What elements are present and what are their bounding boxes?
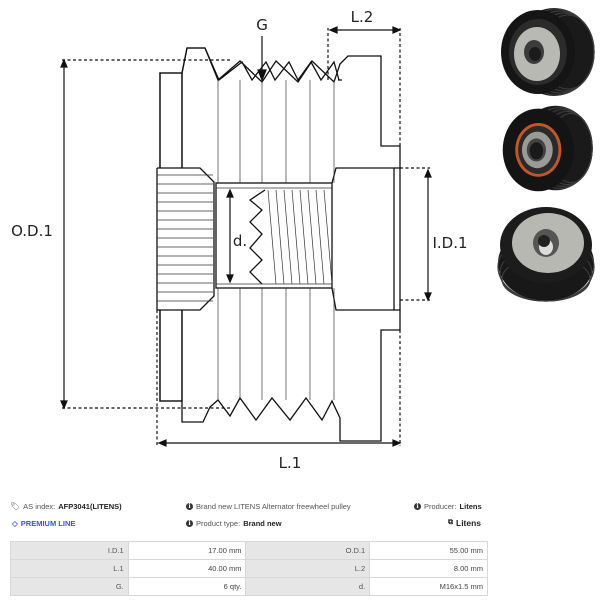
- info-icon: i: [414, 503, 421, 510]
- brand-logo-text: Litens: [456, 518, 482, 528]
- pulley-technical-drawing: G L.2 O.D.1 I.D.1 d. L.1: [11, 8, 467, 472]
- spec-value: 6 qty.: [127, 577, 247, 596]
- thread-line: [283, 189, 293, 285]
- top-ribs: [187, 48, 242, 80]
- od1-dimension-arrow-end: [60, 400, 68, 410]
- litens-logo-icon: ⧉: [448, 519, 453, 526]
- tag-icon: 🏷: [10, 502, 21, 511]
- label-d: d.: [233, 232, 247, 250]
- spec-label: G.: [10, 577, 129, 596]
- thread-line: [275, 189, 285, 285]
- as-index-label: AS index:: [23, 502, 56, 511]
- spec-label: d.: [245, 577, 371, 596]
- label-od1: O.D.1: [11, 222, 53, 240]
- pulley-outline-bottom: [159, 310, 401, 442]
- d-dimension-arrow-start: [226, 188, 234, 198]
- product-type-value: Brand new: [243, 519, 282, 528]
- table-row: I.D.1 17.00 mm O.D.1 55.00 mm: [10, 541, 488, 560]
- producer-value: Litens: [459, 502, 482, 511]
- brand-logo: ⧉ Litens: [448, 518, 481, 528]
- spec-value: 8.00 mm: [369, 559, 488, 578]
- left-flange-top: [159, 72, 183, 168]
- premium-line-badge: ◇ PREMIUM LINE: [12, 519, 75, 528]
- label-id1: I.D.1: [432, 234, 467, 252]
- product-type-row: i Product type: Brand new: [186, 519, 282, 528]
- l1-dimension-arrow-start: [157, 439, 167, 447]
- photo-front-view[interactable]: [494, 2, 598, 102]
- info-icon: i: [186, 520, 193, 527]
- spec-value: 40.00 mm: [127, 559, 247, 578]
- description-row: i Brand new LITENS Alternator freewheel …: [186, 502, 351, 511]
- as-index-row: 🏷 AS index: AFP3041(LITENS): [10, 502, 122, 511]
- table-row: L.1 40.00 mm L.2 8.00 mm: [10, 559, 488, 578]
- spec-value: M16x1.5 mm: [369, 577, 488, 596]
- product-type-label: Product type:: [196, 519, 241, 528]
- splined-hub: [156, 167, 215, 311]
- producer-row: i Producer: Litens: [414, 502, 482, 511]
- photo-rear-view[interactable]: [494, 203, 598, 303]
- spec-label: L.1: [10, 559, 129, 578]
- spec-label: I.D.1: [10, 541, 129, 560]
- thread-profile: [248, 189, 266, 285]
- spec-value: 17.00 mm: [127, 541, 247, 560]
- thread-line: [291, 189, 301, 285]
- right-hub: [331, 167, 401, 311]
- l2-dimension-arrow-end: [392, 26, 402, 34]
- spec-label: L.2: [245, 559, 371, 578]
- d-dimension-arrow-end: [226, 274, 234, 284]
- producer-label: Producer:: [424, 502, 457, 511]
- thread-line: [267, 189, 277, 285]
- pulley-outline-top: [159, 47, 401, 168]
- label-groove: G: [256, 16, 268, 34]
- thread-line: [315, 189, 325, 285]
- photo-bearing-view[interactable]: [494, 98, 598, 198]
- premium-line-label: PREMIUM LINE: [20, 519, 76, 528]
- thread-line: [307, 189, 317, 285]
- groove-leader-arrow: [257, 69, 267, 82]
- thread-line: [323, 189, 333, 285]
- spec-table: I.D.1 17.00 mm O.D.1 55.00 mm L.1 40.00 …: [10, 541, 488, 596]
- left-flange-bottom: [159, 310, 183, 402]
- label-l2: L.2: [351, 8, 374, 26]
- info-icon: i: [186, 503, 193, 510]
- od1-dimension-arrow-start: [60, 58, 68, 68]
- spec-label: O.D.1: [245, 541, 371, 560]
- product-description: Brand new LITENS Alternator freewheel pu…: [196, 502, 351, 511]
- id1-dimension-arrow-end: [424, 292, 432, 302]
- label-l1: L.1: [279, 454, 302, 472]
- central-bore: [215, 182, 333, 289]
- diamond-icon: ◇: [12, 519, 18, 528]
- as-index-value: AFP3041(LITENS): [58, 502, 122, 511]
- l1-dimension-arrow-end: [392, 439, 402, 447]
- id1-dimension-arrow-start: [424, 168, 432, 178]
- thread-line: [299, 189, 309, 285]
- l2-dimension-arrow-start: [328, 26, 338, 34]
- spec-value: 55.00 mm: [369, 541, 488, 560]
- table-row: G. 6 qty. d. M16x1.5 mm: [10, 577, 488, 596]
